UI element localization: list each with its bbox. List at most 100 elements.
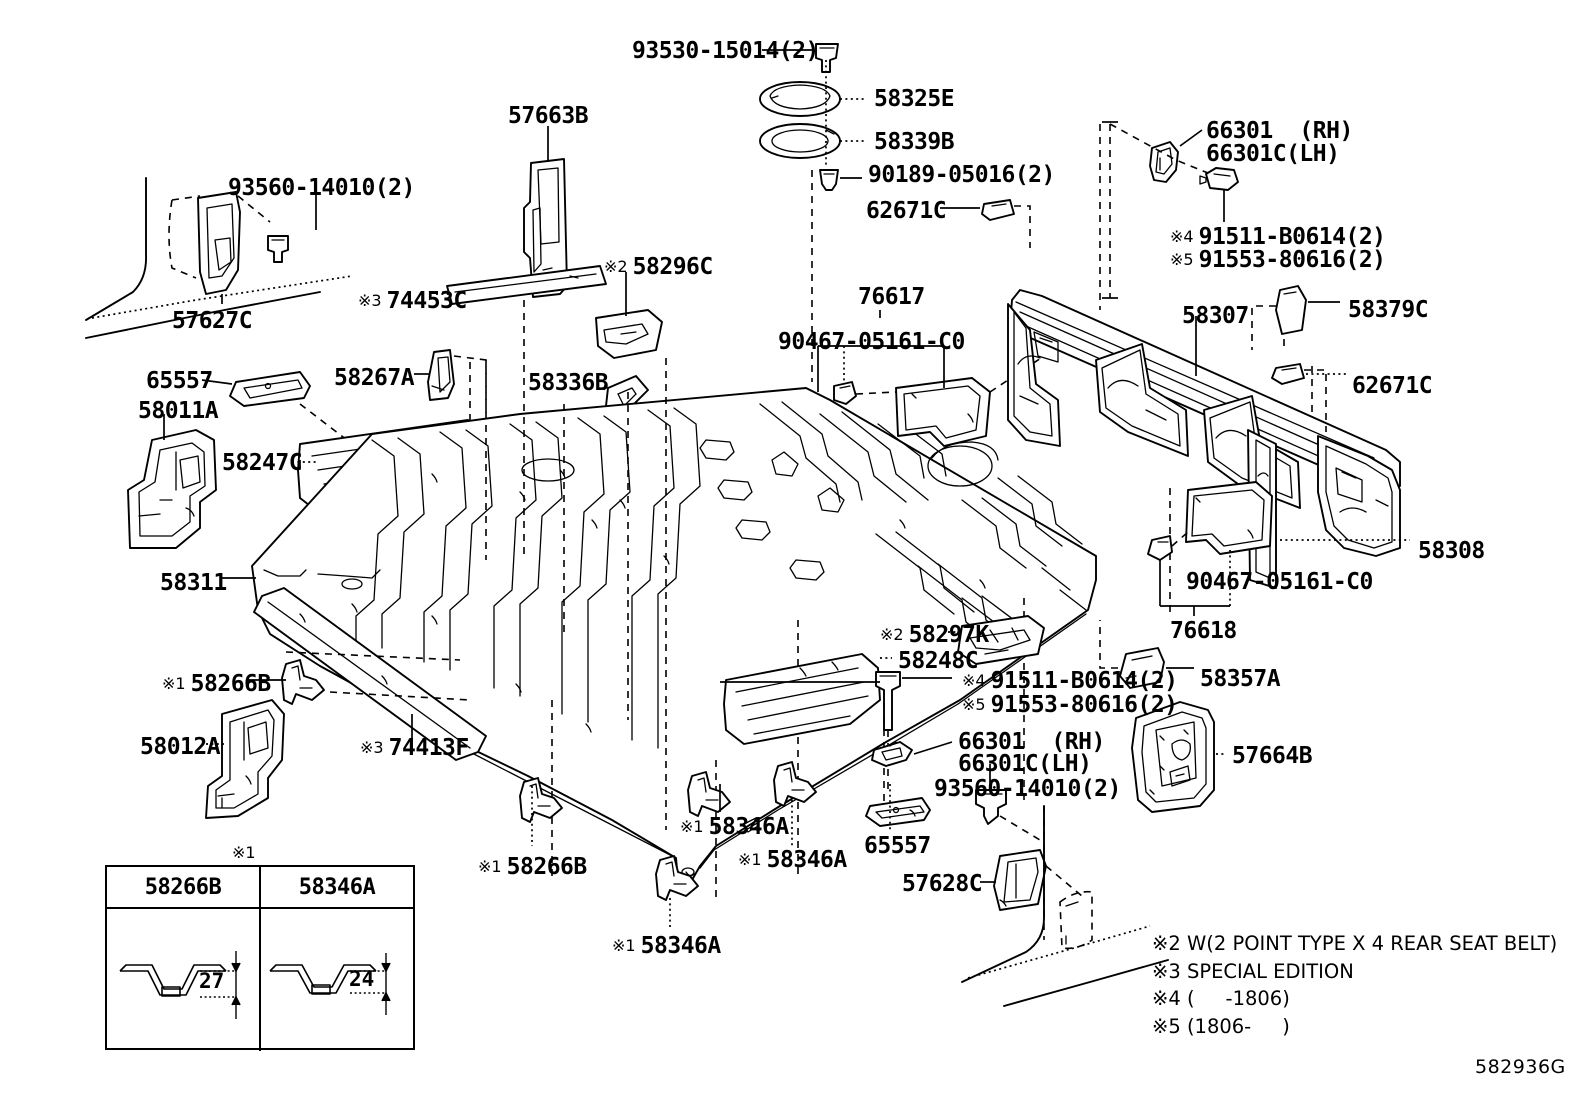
part-57628C: [993, 849, 1093, 950]
part-number-text: 65557: [864, 833, 931, 859]
link-90467-76618: [1171, 531, 1189, 547]
reference-mark-icon: ※1: [738, 850, 767, 869]
part-label-66301rh: 66301 (RH): [958, 729, 1105, 755]
legend-note-4: ※5 (1806- ): [1152, 1015, 1290, 1039]
reference-mark-icon: ※5: [962, 695, 991, 714]
reference-mark-icon: ※2: [880, 625, 909, 644]
part-label-58311: 58311: [160, 570, 227, 596]
part-93560-14010-upper: [267, 235, 289, 263]
part-76618-cover: [1185, 481, 1273, 555]
part-65557-upper: [229, 371, 421, 497]
part-label-93560140102: 93560-14010(2): [934, 776, 1121, 802]
part-number-text: 66301 (RH): [958, 729, 1105, 755]
part-90189-05016: [819, 169, 839, 191]
part-number-text: 58346A: [766, 847, 848, 873]
guide-58357A: [1099, 620, 1118, 669]
part-number-text: 58339B: [874, 129, 955, 155]
part-label-58296c: ※2 58296C: [604, 254, 714, 280]
part-label-58357a: 58357A: [1200, 667, 1281, 692]
part-number-text: 58266B: [506, 854, 588, 880]
inset-cell-1: 24: [261, 909, 413, 1051]
part-number-text: 57628C: [902, 871, 983, 897]
part-label-76618: 76618: [1170, 618, 1237, 644]
part-number-text: 74453C: [386, 288, 468, 314]
part-number-text: 65557: [146, 368, 213, 394]
part-number-text: 58011A: [138, 398, 219, 424]
part-label-58325e: 58325E: [874, 86, 955, 112]
reference-mark-icon: ※4: [1170, 227, 1199, 246]
reference-mark-icon: ※4: [962, 671, 991, 690]
part-number-text: 93560-14010(2): [228, 175, 415, 201]
part-90467-05161-C0-upper: [833, 381, 857, 405]
part-66301-hook-upper: [1149, 141, 1179, 183]
part-number-text: 93560-14010(2): [934, 776, 1121, 802]
inset-cell-0: 27: [107, 909, 261, 1051]
part-label-58012a: 58012A: [140, 735, 221, 760]
inset-col-1: 58346A: [298, 874, 376, 900]
part-57664B: [1131, 701, 1215, 813]
part-58248C: [723, 653, 881, 745]
part-number-text: 57664B: [1232, 743, 1313, 769]
part-number-text: 58346A: [640, 933, 722, 959]
part-number-text: 57663B: [508, 103, 589, 129]
part-label-74413f: ※3 74413F: [360, 735, 470, 761]
part-label-91553806162: ※5 91553-80616(2): [962, 692, 1178, 718]
part-number-text: 91553-80616(2): [1198, 247, 1386, 273]
reference-mark-icon: ※5: [1170, 250, 1199, 269]
part-number-text: 62671C: [1352, 373, 1433, 399]
part-label-66301clh: 66301C(LH): [1206, 142, 1340, 167]
part-label-93560140102: 93560-14010(2): [228, 175, 415, 201]
part-label-58308: 58308: [1418, 539, 1485, 564]
inset-dim-0: 27: [199, 969, 225, 993]
part-number-text: 58296C: [632, 254, 714, 280]
inset-table: 58266B 58346A 27: [105, 865, 415, 1051]
part-58325E: [759, 81, 841, 117]
part-number-text: 76618: [1170, 618, 1237, 644]
part-58346A-c: [773, 761, 817, 807]
leader-66301-lower: [913, 741, 953, 755]
part-label-58266b: ※1 58266B: [162, 672, 271, 697]
vehicle-body-outline-lower-right: [961, 805, 1169, 1007]
part-number-text: 91553-80616(2): [990, 692, 1178, 718]
part-label-91511b06142: ※4 91511-B0614(2): [1170, 224, 1386, 250]
part-57627C: [168, 191, 241, 295]
part-label-91553806162: ※5 91553-80616(2): [1170, 247, 1386, 273]
legend-note-3: ※4 ( -1806): [1152, 987, 1290, 1011]
part-number-text: 90189-05016(2): [868, 162, 1055, 188]
part-76617: [895, 377, 991, 447]
part-62671C-right: [1271, 363, 1305, 385]
part-label-57627c: 57627C: [172, 308, 253, 334]
part-number-text: 93530-15014(2): [632, 38, 819, 64]
part-number-text: 58311: [160, 570, 227, 596]
vehicle-body-outline-upper-left: [85, 177, 353, 339]
part-label-58248c: 58248C: [898, 649, 979, 674]
part-58012A: [205, 699, 285, 819]
part-74413F: [253, 587, 487, 761]
part-93530-15014: [815, 43, 839, 73]
part-58011A: [127, 429, 217, 549]
part-label-58011a: 58011A: [138, 398, 219, 424]
part-number-text: 90467-05161-C0: [1186, 569, 1373, 595]
part-label-58346a: ※1 58346A: [680, 815, 789, 840]
link-57627C-bolt: [237, 195, 271, 223]
part-number-text: 66301C(LH): [958, 751, 1092, 777]
part-label-58339b: 58339B: [874, 129, 955, 155]
part-58297K: [957, 615, 1045, 665]
part-label-58346a: ※1 58346A: [612, 933, 722, 959]
part-number-text: 58325E: [874, 86, 955, 112]
part-label-76617: 76617: [858, 285, 925, 310]
part-label-74453c: ※3 74453C: [358, 288, 468, 314]
part-66301-hook-lower: [871, 741, 913, 767]
part-label-91511b06142: ※4 91511-B0614(2): [962, 669, 1178, 694]
part-label-58267a: 58267A: [334, 366, 415, 391]
part-number-text: 57627C: [172, 308, 253, 334]
part-65557-lower: [865, 784, 931, 830]
part-number-text: 74413F: [388, 735, 470, 761]
reference-mark-icon: ※3: [358, 291, 387, 310]
part-93560-14010-lower: [975, 789, 1041, 841]
part-number-text: 62671C: [866, 198, 947, 224]
inset-col-0: 58266B: [107, 867, 261, 907]
part-number-text: 91511-B0614(2): [1198, 224, 1386, 250]
leader-66301-upper: [1179, 129, 1203, 147]
